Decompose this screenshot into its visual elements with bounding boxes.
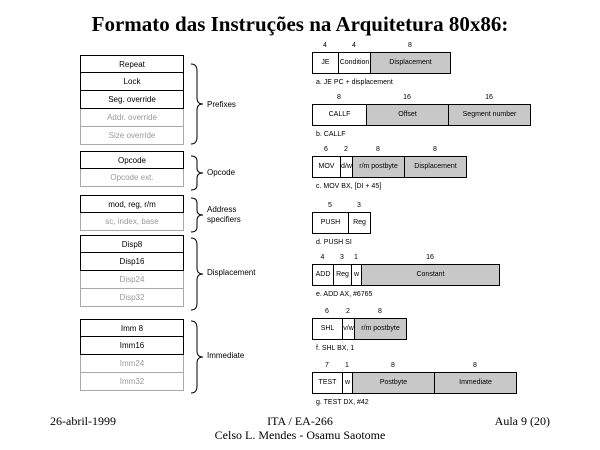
bit-width-label: 4 [352,42,356,49]
field-box: Reg [333,264,352,286]
opcode-label: Opcode [207,168,236,177]
immediate-brace [190,320,204,394]
immediate-cell: Imm32 [80,373,184,391]
bit-width-label: 2 [344,146,348,153]
prefixes-cell: Size override [80,127,184,145]
bit-width-label: 2 [346,308,350,315]
field-box: Displacement [370,52,451,74]
bit-width-label: 1 [345,362,349,369]
footer-course: ITA / EA-266 [267,414,333,428]
field-box: CALLF [312,104,367,126]
footer-page: Aula 9 (20) [494,414,550,428]
bit-width-label: 8 [378,308,382,315]
field-box: Condition [338,52,371,74]
displacement-cell: Disp8 [80,235,184,253]
address-specifiers-label-2: specifiers [207,215,241,224]
address-specifiers-label-1: Address [207,205,237,214]
bit-width-label: 6 [324,146,328,153]
example-caption: b. CALLF [316,131,346,138]
field-box: r/m postbyte [354,318,407,340]
address-specifiers-cell: sc, index, base [80,213,184,231]
immediate-cell: Imm16 [80,337,184,355]
field-box: MOV [312,156,341,178]
bit-width-label: 8 [433,146,437,153]
immediate-cell: Imm24 [80,355,184,373]
bit-width-label: 3 [357,202,361,209]
bit-width-label: 8 [408,42,412,49]
prefixes-cell: Addr. override [80,109,184,127]
field-box: Reg [348,212,371,234]
field-box: Constant [361,264,500,286]
bit-width-label: 16 [426,254,434,261]
opcode-cell: Opcode [80,151,184,169]
bit-width-label: 5 [328,202,332,209]
footer-authors: Celso L. Mendes - Osamu Saotome [214,428,386,442]
field-box: Offset [366,104,449,126]
bit-width-label: 8 [391,362,395,369]
address-specifiers-brace [190,197,204,233]
example-caption: g. TEST DX, #42 [316,399,369,406]
field-box: r/m postbyte [352,156,405,178]
field-box: ADD [312,264,334,286]
immediate-cell: Imm 8 [80,319,184,337]
slide-title: Formato das Instruções na Arquitetura 80… [91,12,509,36]
prefixes-label: Prefixes [207,100,236,109]
prefixes-cell: Repeat [80,55,184,73]
field-box: Postbyte [352,372,435,394]
prefixes-cell: Seg. override [80,91,184,109]
opcode-brace [190,155,204,191]
footer-date: 26-abril-1999 [50,414,116,428]
field-box: JE [312,52,339,74]
bit-width-label: 7 [325,362,329,369]
bit-width-label: 3 [340,254,344,261]
bit-width-label: 8 [376,146,380,153]
bit-width-label: 8 [337,94,341,101]
bit-width-label: 16 [403,94,411,101]
example-caption: e. ADD AX, #6765 [316,291,373,298]
bit-width-label: 16 [485,94,493,101]
field-box: Segment number [448,104,531,126]
field-box: PUSH [312,212,349,234]
bit-width-label: 8 [473,362,477,369]
prefixes-brace [190,63,204,145]
displacement-cell: Disp24 [80,271,184,289]
field-box: Immediate [434,372,517,394]
address-specifiers-cell: mod, reg, r/m [80,195,184,213]
immediate-label: Immediate [207,351,245,360]
displacement-cell: Disp16 [80,253,184,271]
field-box: Displacement [404,156,467,178]
example-caption: c. MOV BX, [DI + 45] [316,183,382,190]
bit-width-label: 4 [323,42,327,49]
example-caption: d. PUSH SI [316,239,352,246]
bit-width-label: 6 [325,308,329,315]
opcode-cell: Opcode ext. [80,169,184,187]
field-box: SHL [312,318,343,340]
bit-width-label: 4 [320,254,325,261]
field-box: TEST [312,372,343,394]
displacement-brace [190,237,204,311]
displacement-cell: Disp32 [80,289,184,307]
example-caption: f. SHL BX, 1 [316,345,355,352]
bit-width-label: 1 [354,254,358,261]
displacement-label: Displacement [207,268,256,277]
example-caption: a. JE PC + displacement [316,79,393,86]
prefixes-cell: Lock [80,73,184,91]
